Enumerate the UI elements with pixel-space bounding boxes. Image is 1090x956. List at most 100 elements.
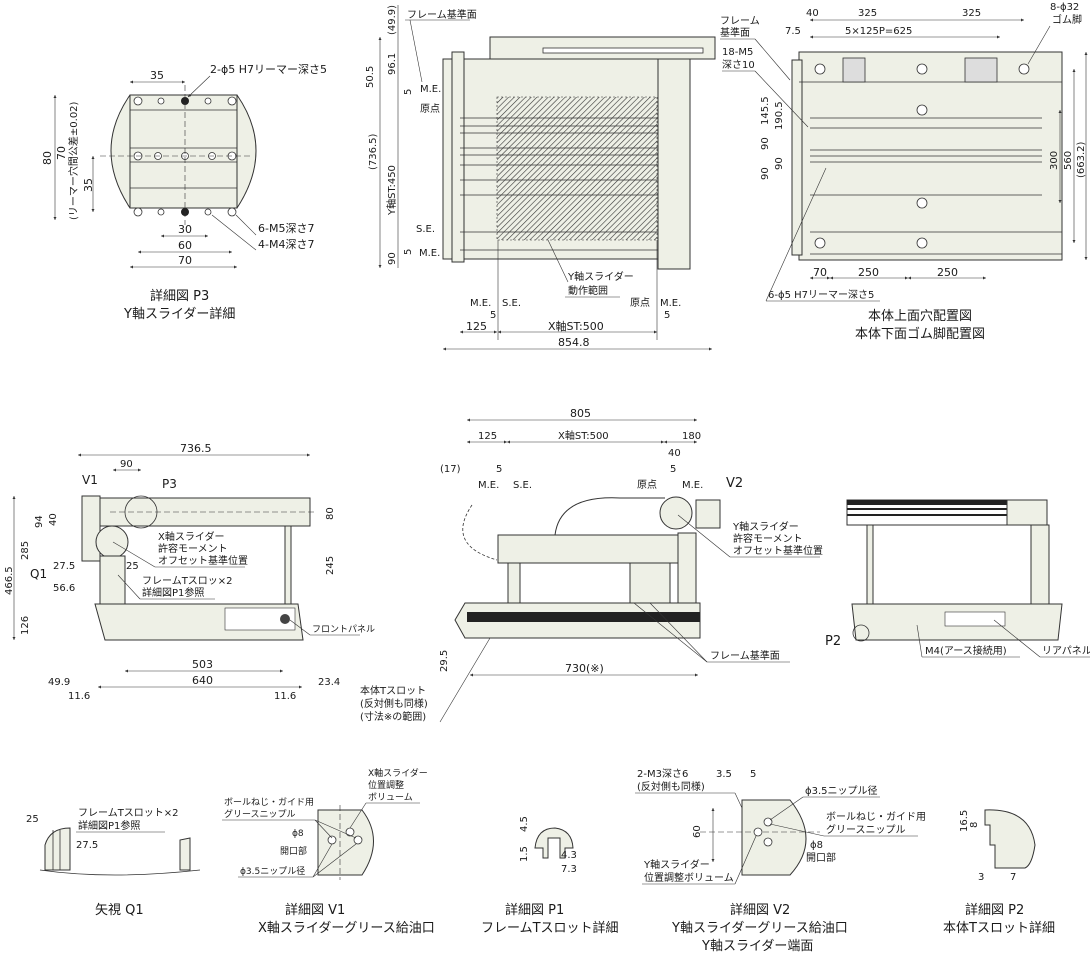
v2-open-1: ϕ8 — [810, 840, 823, 851]
front-dim-640: 640 — [192, 674, 213, 687]
side-dim-125: 125 — [478, 431, 497, 442]
p3-dim-30: 30 — [178, 223, 192, 236]
hl-title: 本体上面穴配置図 — [868, 309, 972, 324]
side-cable-dashed — [462, 504, 498, 561]
top-dim-5b: 5 — [403, 249, 414, 255]
top-dim-736-5: (736.5) — [368, 133, 379, 170]
hl-dim-560: 560 — [1063, 151, 1074, 170]
top-se-y: S.E. — [416, 224, 435, 235]
top-frame-ref: フレーム基準面 — [407, 8, 477, 21]
side-dim-805: 805 — [570, 407, 591, 420]
top-slot-lines — [460, 117, 658, 251]
p3-holes — [133, 96, 237, 217]
top-origin-y: 原点 — [420, 103, 440, 115]
v2-open-2: 開口部 — [806, 851, 836, 864]
front-dim-245: 245 — [325, 556, 336, 575]
v2-vol-1: Y軸スライダー — [643, 858, 710, 871]
detail-v2: 2-M3深さ6 (反対側も同様) 3.5 5 60 ϕ3.5ニップル径 ボールね… — [635, 768, 926, 954]
front-moment-3: オフセット基準位置 — [158, 554, 248, 567]
top-dim-854-8: 854.8 — [558, 336, 590, 349]
front-dim-80: 80 — [325, 507, 336, 520]
front-p3-label: P3 — [162, 477, 177, 491]
v2-vol-2: 位置調整ボリューム — [644, 871, 734, 884]
side-me-right: M.E. — [682, 480, 703, 491]
p1-title: 詳細図 P1 — [505, 902, 564, 918]
front-dim-56-6: 56.6 — [53, 583, 75, 594]
p2-dim-7: 7 — [1010, 872, 1016, 883]
v2-m3-1: 2-M3深さ6 — [637, 768, 688, 780]
front-moment-1: X軸スライダー — [158, 530, 224, 543]
v2-subtitle: Y軸スライダーグリース給油口 — [671, 921, 848, 936]
side-dim-730: 730(※) — [565, 662, 604, 675]
front-panel-label: フロントパネル — [312, 624, 375, 635]
side-dim-xst: X軸ST:500 — [558, 429, 609, 442]
detail-p2: 16.5 8 3 7 詳細図 P2 本体Tスロット詳細 — [943, 809, 1055, 936]
hl-dim-190-5: 190.5 — [774, 101, 785, 130]
top-dim-49-9: (49.9) — [387, 5, 398, 35]
v1-open-2: 開口部 — [280, 845, 307, 857]
front-dim-94: 94 — [34, 515, 45, 528]
v1-body — [317, 809, 374, 876]
front-view: V1 P3 Q1 736.5 90 80 466.5 285 94 40 27.… — [4, 442, 375, 702]
q1-tslot-1: フレームTスロット×2 — [78, 807, 179, 819]
y-slider-working-range — [496, 96, 658, 241]
v2-dim-60: 60 — [692, 825, 703, 838]
p3-subtitle: Y軸スライダー詳細 — [123, 306, 235, 322]
front-dim-285: 285 — [20, 541, 31, 560]
hl-dim-325a: 325 — [858, 8, 877, 19]
v1-nipple-2: グリースニップル — [224, 808, 296, 820]
front-dim-25: 25 — [126, 561, 139, 572]
top-dim-yst: Y軸ST:450 — [385, 165, 398, 216]
top-se-x: S.E. — [502, 298, 521, 309]
side-dim-5b: 5 — [670, 464, 676, 475]
front-panel-area — [224, 607, 296, 631]
v2-nipple-2: グリースニップル — [826, 823, 906, 836]
p3-dim-80: 80 — [41, 151, 54, 165]
hl-dim-663-2: (663.2) — [1076, 141, 1087, 178]
hl-dim-300: 300 — [1049, 151, 1060, 170]
p3-marker-circle — [124, 495, 158, 529]
top-origin-x: 原点 — [630, 297, 650, 309]
side-origin: 原点 — [637, 479, 657, 491]
top-me-y: M.E. — [420, 84, 441, 95]
p3-m5-note: 6-M5深さ7 — [258, 222, 314, 235]
detail-v1: X軸スライダー 位置調整 ボリューム ボールねじ・ガイド用 グリースニップル ϕ… — [222, 767, 435, 936]
p1-dim-4-5: 4.5 — [519, 816, 530, 832]
side-moment-2: 許容モーメント — [733, 532, 803, 545]
rear-earth-label: M4(アース接続用) — [925, 644, 1007, 657]
top-dim-5c: 5 — [490, 310, 496, 321]
top-me-x-right: M.E. — [660, 298, 681, 309]
v2-marker-circle — [659, 496, 693, 530]
p1-subtitle: フレームTスロット詳細 — [481, 920, 619, 936]
v1-open-1: ϕ8 — [292, 829, 304, 839]
p3-reamer-note: 2-ϕ5 H7リーマー深さ5 — [210, 63, 327, 76]
side-moment-1: Y軸スライダー — [732, 520, 799, 533]
front-dim-11-6a: 11.6 — [68, 691, 90, 702]
top-view: (736.5) (49.9) 96.1 50.5 5 Y軸ST:450 90 5… — [365, 5, 716, 351]
p1-dim-4-3: 4.3 — [561, 850, 577, 861]
side-dim-180: 180 — [682, 431, 701, 442]
rear-view: P2 M4(アース接続用) リアパネル — [825, 499, 1090, 658]
rear-panel-label: リアパネル — [1042, 645, 1090, 657]
hole-layout-view: 40 325 325 7.5 5×125P=625 フレーム 基準面 18-M5… — [720, 2, 1088, 342]
top-y-axis-column — [657, 58, 691, 270]
v1-vol-1: X軸スライダー — [368, 767, 428, 779]
q1-tslot-2: 詳細図P1参照 — [78, 819, 140, 832]
hl-dim-90b: 90 — [760, 167, 771, 180]
v2-title: 詳細図 V2 — [730, 902, 790, 918]
side-frame-ref: フレーム基準面 — [710, 649, 780, 662]
side-se: S.E. — [513, 480, 532, 491]
p3-title: 詳細図 P3 — [150, 288, 209, 304]
hole-layout-slots — [810, 117, 1062, 255]
top-dim-5d: 5 — [664, 310, 670, 321]
hl-reamer-note: 6-ϕ5 H7リーマー深さ5 — [768, 289, 874, 301]
hl-dim-pitch: 5×125P=625 — [845, 26, 912, 37]
v2-m3-2: (反対側も同様) — [637, 780, 705, 793]
hl-feet-note-1: 8-ϕ32 — [1050, 2, 1079, 13]
hl-subtitle: 本体下面ゴム脚配置図 — [855, 326, 985, 342]
side-moment-3: オフセット基準位置 — [733, 544, 823, 557]
p3-slider-plate — [129, 94, 238, 209]
p2-dim-16-5: 16.5 — [959, 810, 970, 832]
top-dim-96-1: 96.1 — [387, 53, 398, 75]
view-q1: 25 27.5 フレームTスロット×2 詳細図P1参照 矢視 Q1 — [26, 807, 201, 918]
